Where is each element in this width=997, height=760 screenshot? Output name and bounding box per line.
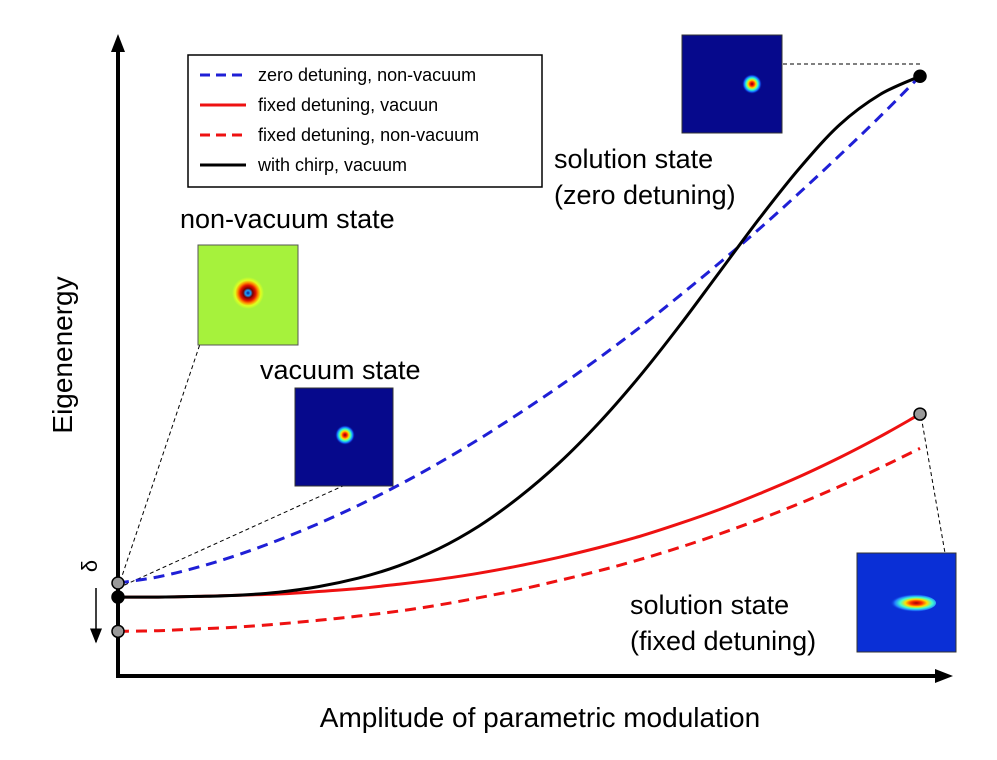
solution-fixed-label-1: solution state [630,590,789,620]
endpoint-marker-5 [913,407,927,421]
endpoint-marker-3 [111,624,125,639]
vacuum-state-label: vacuum state [260,355,421,385]
delta-label: δ [77,560,102,572]
endpoint-marker-2 [111,590,125,604]
x-axis-arrowhead [935,669,953,683]
series-line-2 [117,412,921,599]
x-axis-label: Amplitude of parametric modulation [320,702,760,733]
legend-label-4: with chirp, vacuum [257,155,407,175]
inset-background [681,34,783,134]
legend: zero detuning, non-vacuum fixed detuning,… [187,54,543,188]
legend-entries: zero detuning, non-vacuum fixed detuning,… [200,65,479,175]
solution-fixed-label-2: (fixed detuning) [630,626,816,656]
y-axis-arrowhead [111,34,125,52]
series-line-4 [117,74,921,599]
solution-zero-label-1: solution state [554,144,713,174]
legend-label-1: zero detuning, non-vacuum [258,65,476,85]
solution-zero-detuning-inset [681,34,783,134]
endpoint-marker-4 [913,69,927,83]
ring-mode [232,277,264,309]
legend-box [187,54,543,188]
gaussian-spot [335,425,355,445]
solution-fixed-detuning-inset [856,552,957,653]
legend-label-2: fixed detuning, vacuun [258,95,438,115]
inset-background [197,244,299,346]
solution-zero-label-2: (zero detuning) [554,180,736,210]
endpoint-marker-1 [111,576,125,590]
endpoint-markers [111,69,927,639]
leader-fixed-detuning [919,409,946,554]
gaussian-spot [742,74,762,94]
series-line-1 [117,75,922,585]
leader-non-vacuum [117,343,201,589]
elongated-spot [884,594,936,612]
non-vacuum-state-inset [197,244,299,346]
axes [111,34,953,683]
non-vacuum-state-label: non-vacuum state [180,204,395,234]
leader-vacuum [117,484,346,589]
series-line-3 [117,446,921,633]
y-axis-label: Eigenenergy [47,276,78,433]
curves [117,74,922,633]
vacuum-state-inset [294,387,394,487]
leader-lines [117,63,946,589]
legend-label-3: fixed detuning, non-vacuum [258,125,479,145]
